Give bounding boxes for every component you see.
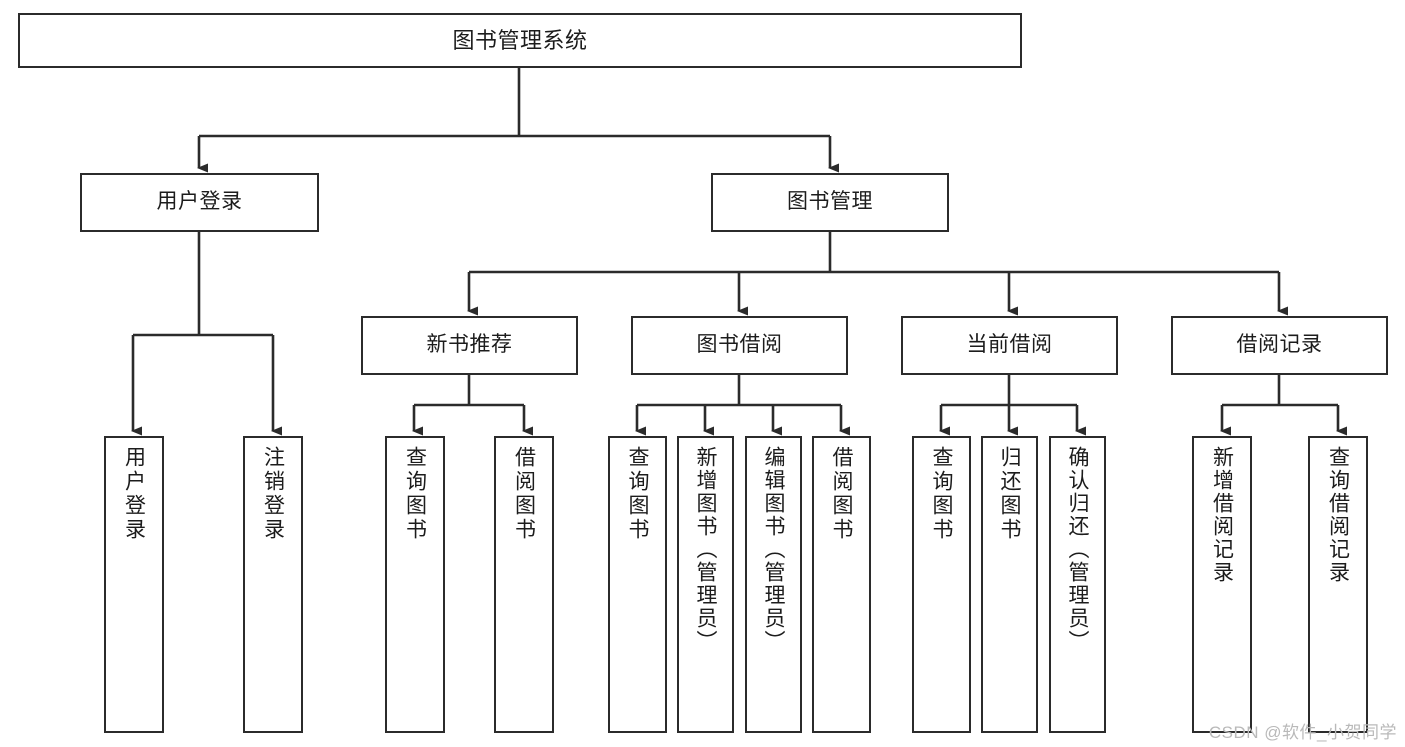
csdn-watermark: CSDN @软件_小贺同学 bbox=[1208, 723, 1397, 742]
node-borrow-record[interactable]: 借阅记录 bbox=[1171, 316, 1388, 375]
leaf-query-record[interactable]: 查询借阅记录 bbox=[1308, 436, 1368, 733]
leaf-query-book-2-label: 查询图书 bbox=[626, 446, 649, 542]
node-current-borrow[interactable]: 当前借阅 bbox=[901, 316, 1118, 375]
node-new-book-rec-label: 新书推荐 bbox=[426, 333, 513, 357]
leaf-user-login[interactable]: 用户登录 bbox=[104, 436, 164, 733]
leaf-borrow-book-2[interactable]: 借阅图书 bbox=[812, 436, 871, 733]
leaf-borrow-book-1-label: 借阅图书 bbox=[512, 446, 536, 542]
leaf-query-book-1-label: 查询图书 bbox=[403, 446, 427, 542]
node-book-manage[interactable]: 图书管理 bbox=[711, 173, 949, 232]
leaf-borrow-book-1[interactable]: 借阅图书 bbox=[494, 436, 554, 733]
leaf-add-book[interactable]: 新增图书（管理员） bbox=[677, 436, 734, 733]
leaf-edit-book[interactable]: 编辑图书（管理员） bbox=[745, 436, 802, 733]
leaf-logout[interactable]: 注销登录 bbox=[243, 436, 303, 733]
leaf-query-record-label: 查询借阅记录 bbox=[1326, 446, 1350, 584]
leaf-query-book-3-label: 查询图书 bbox=[930, 446, 953, 542]
leaf-confirm-return[interactable]: 确认归还（管理员） bbox=[1049, 436, 1106, 733]
leaf-query-book-2[interactable]: 查询图书 bbox=[608, 436, 667, 733]
node-new-book-rec[interactable]: 新书推荐 bbox=[361, 316, 578, 375]
leaf-borrow-book-2-label: 借阅图书 bbox=[830, 446, 853, 542]
node-user-login[interactable]: 用户登录 bbox=[80, 173, 319, 232]
node-borrow-record-label: 借阅记录 bbox=[1236, 333, 1323, 357]
node-root[interactable]: 图书管理系统 bbox=[18, 13, 1022, 68]
leaf-user-login-label: 用户登录 bbox=[122, 446, 146, 542]
leaf-add-record[interactable]: 新增借阅记录 bbox=[1192, 436, 1252, 733]
leaf-add-book-label: 新增图书（管理员） bbox=[694, 446, 717, 653]
leaf-query-book-3[interactable]: 查询图书 bbox=[912, 436, 971, 733]
node-root-label: 图书管理系统 bbox=[452, 27, 588, 53]
node-book-borrow[interactable]: 图书借阅 bbox=[631, 316, 848, 375]
leaf-logout-label: 注销登录 bbox=[261, 446, 285, 542]
node-user-login-label: 用户登录 bbox=[156, 190, 243, 214]
node-current-borrow-label: 当前借阅 bbox=[966, 333, 1053, 357]
node-book-borrow-label: 图书借阅 bbox=[696, 333, 783, 357]
node-book-manage-label: 图书管理 bbox=[787, 190, 873, 214]
leaf-confirm-return-label: 确认归还（管理员） bbox=[1066, 446, 1089, 653]
leaf-return-book[interactable]: 归还图书 bbox=[981, 436, 1038, 733]
leaf-edit-book-label: 编辑图书（管理员） bbox=[762, 446, 785, 653]
leaf-return-book-label: 归还图书 bbox=[998, 446, 1021, 542]
leaf-query-book-1[interactable]: 查询图书 bbox=[385, 436, 445, 733]
leaf-add-record-label: 新增借阅记录 bbox=[1210, 446, 1234, 584]
